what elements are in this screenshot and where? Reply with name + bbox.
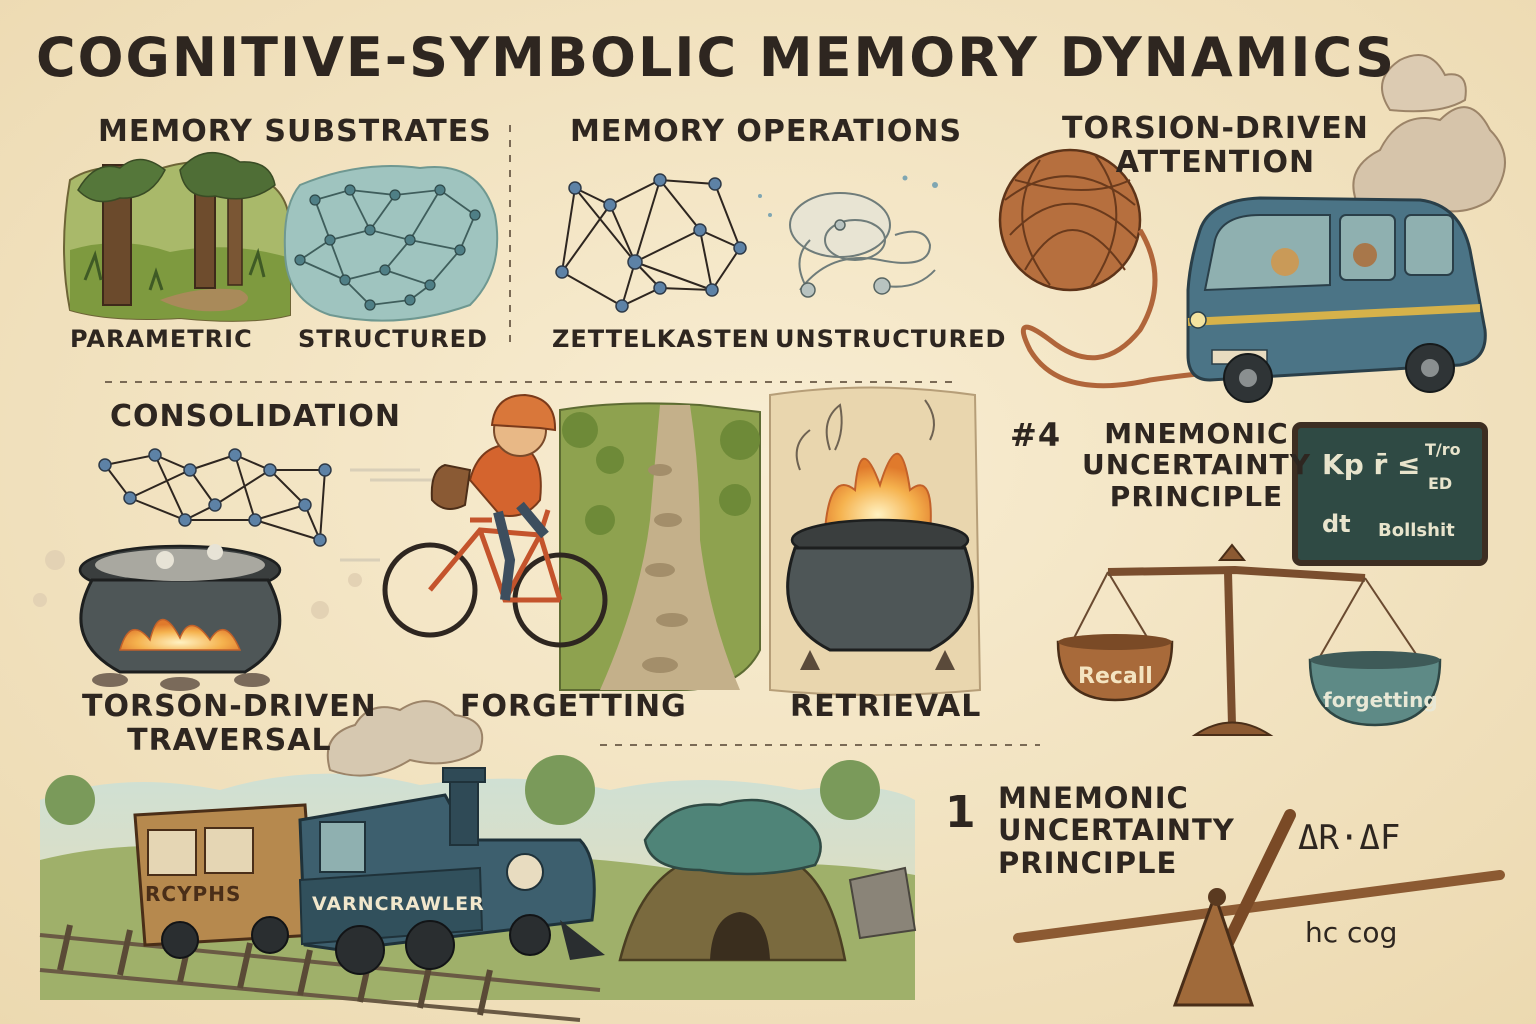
blackboard-fraction-denominator: ED: [1428, 474, 1453, 493]
train-smoke: [326, 700, 484, 777]
structured-network-illustration: [283, 165, 499, 322]
smoke-cloud-van: [1352, 54, 1506, 220]
forgetting-heading: FORGETTING: [460, 689, 687, 724]
principle-1-subformula: hc cog: [1305, 916, 1398, 949]
unstructured-caption: UNSTRUCTURED: [775, 325, 1007, 353]
yarn-and-rope-illustration: [998, 148, 1261, 389]
memory-substrates-heading: MEMORY SUBSTRATES: [98, 114, 492, 149]
principle-1-number: 1: [945, 787, 977, 838]
seesaw-illustration: [1013, 809, 1505, 1007]
scale-forgetting-label: forgetting: [1323, 688, 1438, 712]
infographic-title: COGNITIVE-SYMBOLIC MEMORY DYNAMICS: [36, 26, 1397, 89]
section-dividers: [105, 125, 1040, 746]
torsion-driven-attention-heading: TORSION-DRIVEN ATTENTION: [1062, 111, 1369, 180]
structured-caption: STRUCTURED: [298, 325, 488, 353]
blackboard-illustration: [1292, 422, 1488, 566]
blackboard-fraction-numerator: T/ro: [1425, 440, 1461, 459]
principle-4-heading: MNEMONIC UNCERTAINTY PRINCIPLE: [1082, 417, 1311, 513]
unstructured-loops-illustration: [758, 175, 938, 298]
memory-operations-heading: MEMORY OPERATIONS: [570, 114, 963, 149]
cyclist-illustration: [340, 393, 608, 648]
retrieval-heading: RETRIEVAL: [790, 689, 982, 724]
consolidation-heading: CONSOLIDATION: [110, 399, 402, 434]
van-illustration: [1186, 196, 1487, 403]
torson-driven-traversal-heading: TORSON-DRIVEN TRAVERSAL: [82, 689, 377, 758]
principle-1-formula: ΔR·ΔF: [1298, 818, 1401, 858]
retrieval-panel: [769, 386, 982, 696]
consolidation-cauldron: [33, 544, 362, 691]
parametric-caption: PARAMETRIC: [70, 325, 253, 353]
zettelkasten-caption: ZETTELKASTEN: [552, 325, 771, 353]
consolidation-network: [98, 448, 332, 547]
train-car-label: RCYPHS: [145, 882, 242, 906]
train-illustration: [133, 767, 605, 975]
train-engine-label: VARNCRAWLER: [312, 893, 485, 915]
mound-illustration: [618, 798, 917, 962]
blackboard-word: Bollshit: [1378, 520, 1455, 541]
forgetting-path-background: [559, 402, 761, 691]
forest-illustration: [63, 151, 291, 322]
scale-recall-label: Recall: [1078, 664, 1153, 689]
balance-scale-illustration: [1056, 543, 1442, 736]
zettelkasten-network-illustration: [555, 173, 747, 313]
principle-4-number: #4: [1010, 416, 1062, 454]
principle-1-heading: MNEMONIC UNCERTAINTY PRINCIPLE: [998, 781, 1235, 880]
blackboard-formula-line2: dt: [1322, 510, 1351, 538]
blackboard-formula-line1: Kp r̄ ≤: [1322, 448, 1421, 481]
